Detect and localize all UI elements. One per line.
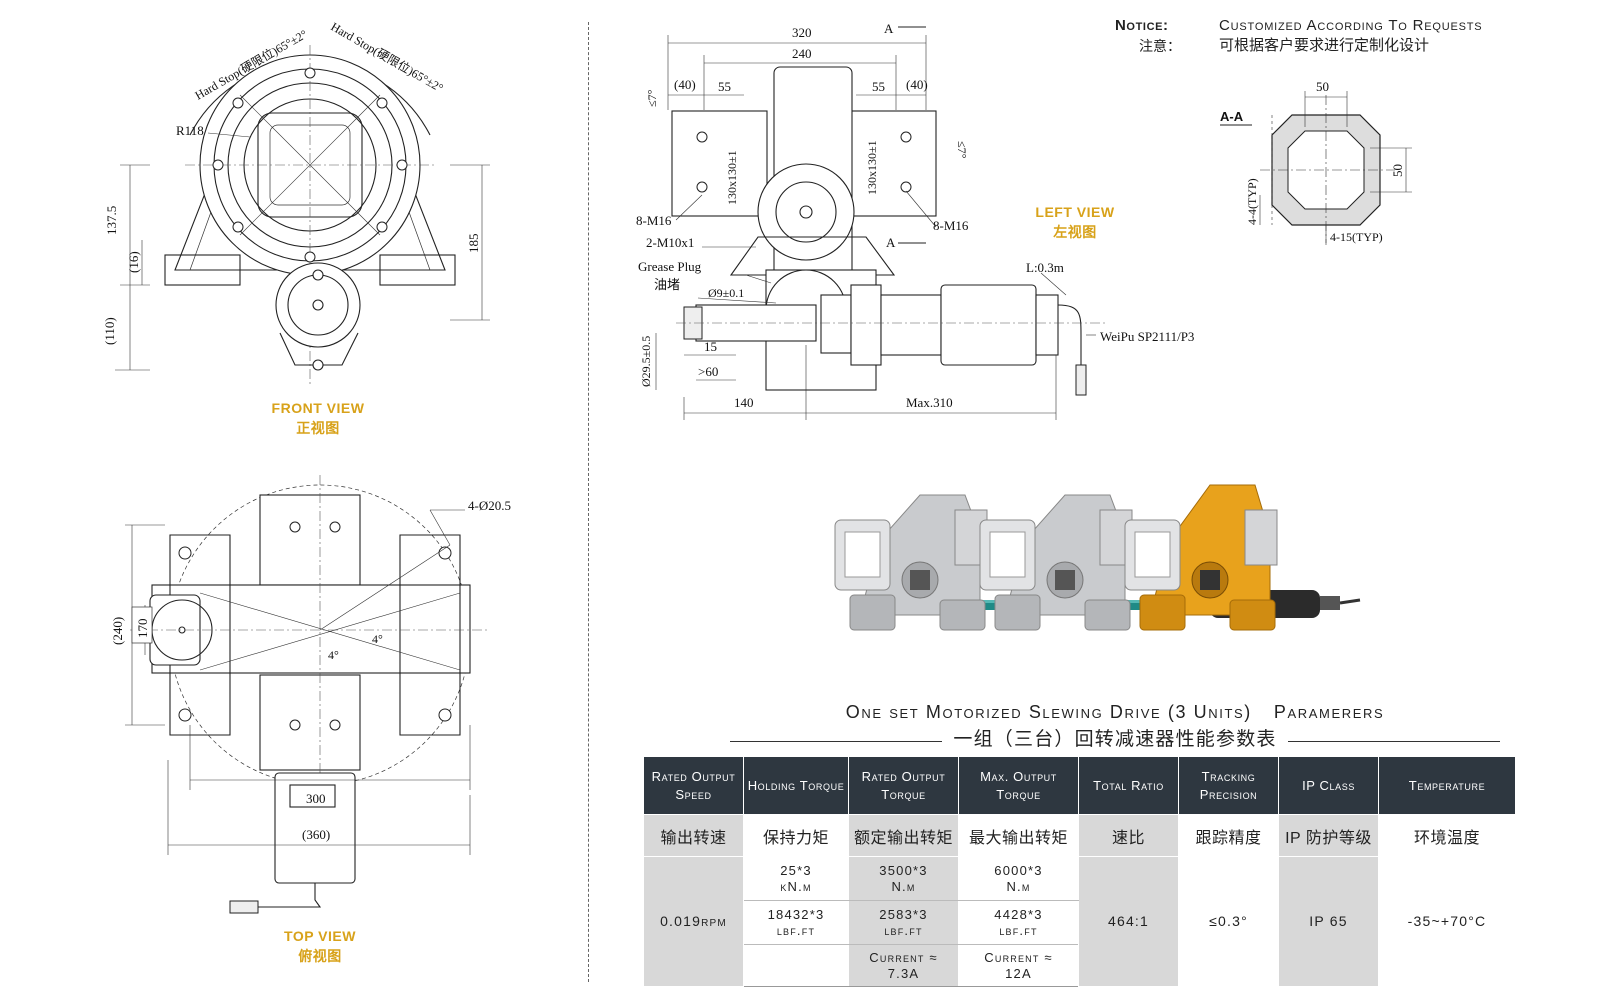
- notice-label-cn: 注意：: [1139, 38, 1181, 54]
- notice-text-cn: 可根据客户要求进行定制化设计: [1219, 37, 1430, 54]
- dim-16: (16): [126, 251, 141, 273]
- top-view-label: TOP VIEW 俯视图: [284, 928, 356, 964]
- table-title-en-b: Paramerers: [1273, 702, 1385, 722]
- bolts-8-m16-right: 8-M16: [933, 218, 969, 233]
- header-cn-cell: 跟踪精度: [1178, 814, 1279, 857]
- cable-length: L:0.3m: [1026, 260, 1064, 275]
- dim-sec-typ44: 4-4(TYP): [1245, 178, 1259, 225]
- dim-sec-50-h: 50: [1390, 164, 1405, 177]
- dim-phi9: Ø9±0.1: [708, 286, 744, 300]
- header-cell: Temperature: [1378, 756, 1516, 815]
- dim-137-5: 137.5: [104, 206, 119, 235]
- header-cn-cell: 最大输出转矩: [958, 814, 1079, 857]
- cell-speed: 0.019rpm: [643, 856, 744, 987]
- dim-phi29: Ø29.5±0.5: [639, 336, 653, 387]
- notice-text: Customized According To Requests: [1219, 17, 1483, 34]
- header-cn-cell: 额定输出转矩: [848, 814, 959, 857]
- angle-right: ≤7°: [955, 141, 969, 159]
- notice-label: Notice:: [1115, 17, 1169, 34]
- table-row: Current ≈7.3A Current ≈12A: [644, 944, 1516, 987]
- cell-ip: IP 65: [1278, 856, 1379, 987]
- grease-plug-cn: 油堵: [654, 277, 680, 292]
- cell-rated-3: Current ≈7.3A: [848, 944, 959, 987]
- dim-max310: Max.310: [906, 395, 953, 410]
- notice-block: Notice: Customized According To Requests…: [1115, 16, 1575, 56]
- dim-130-left: 130x130±1: [725, 150, 739, 205]
- cell-temp: -35~+70°C: [1378, 856, 1516, 987]
- product-render: [834, 484, 1361, 631]
- header-cn-cell: IP 防护等级: [1278, 814, 1379, 857]
- section-a-a-label: A-A: [1220, 109, 1244, 124]
- parameter-table: Rated Output Speed Holding Torque Rated …: [643, 756, 1516, 987]
- slewing-unit-2: [979, 494, 1133, 631]
- cell-max-3: Current ≈12A: [958, 944, 1079, 987]
- front-view-drawing: 137.5 (16) (110) 185 R118 Hard Stop(硬限位)…: [102, 19, 490, 385]
- dim-320: 320: [792, 25, 812, 40]
- header-cell: Total Ratio: [1078, 756, 1179, 815]
- header-cell: Holding Torque: [743, 756, 849, 815]
- table-title-cn: 一组（三台）回转减速器性能参数表: [953, 729, 1277, 750]
- table-title-en: One set Motorized Slewing Drive (3 Units…: [845, 702, 1252, 722]
- header-cn-cell: 输出转速: [643, 814, 744, 857]
- dim-holes: 4-Ø20.5: [468, 498, 511, 513]
- dim-240: 240: [792, 46, 812, 61]
- header-cell: Rated Output Speed: [643, 756, 744, 815]
- divider: [588, 22, 589, 982]
- table-title: One set Motorized Slewing Drive (3 Units…: [730, 700, 1500, 754]
- angle-4-a: 4°: [328, 648, 339, 662]
- dim-240-top: (240): [110, 617, 125, 645]
- table-header-cn-row: 输出转速 保持力矩 额定输出转矩 最大输出转矩 速比 跟踪精度 IP 防护等级 …: [643, 814, 1516, 857]
- slewing-unit-3: [1124, 484, 1278, 631]
- dim-300: 300: [306, 791, 326, 806]
- dim-r118: R118: [176, 123, 204, 138]
- dim-40-left: (40): [674, 77, 696, 92]
- left-view-label: LEFT VIEW 左视图: [1035, 204, 1115, 240]
- top-view-drawing: (240) 170 4-Ø20.5 4° 4° 300 (360): [110, 475, 511, 914]
- header-cell: Max. Output Torque: [958, 756, 1079, 815]
- header-cn-cell: 环境温度: [1378, 814, 1516, 857]
- dim-sec-typ415: 4-15(TYP): [1330, 230, 1383, 244]
- left-view-drawing: 320 240 (40) 55 55 (40) A A ≤7° ≤7° 8-M1…: [636, 21, 1194, 420]
- header-cn-cell: 速比: [1078, 814, 1179, 857]
- section-mark-top: A: [884, 21, 894, 36]
- dim-sec-50-w: 50: [1316, 79, 1329, 94]
- front-view-label: FRONT VIEW 正视图: [271, 400, 365, 436]
- cell-holding-3: [743, 944, 849, 987]
- header-cn-cell: 保持力矩: [743, 814, 849, 857]
- angle-4-b: 4°: [372, 632, 383, 646]
- angle-left: ≤7°: [645, 89, 659, 107]
- dim-15: 15: [704, 339, 717, 354]
- dim-140: 140: [734, 395, 754, 410]
- dim-55-right: 55: [872, 79, 885, 94]
- header-cell: IP Class: [1278, 756, 1379, 815]
- dim-60: >60: [698, 364, 718, 379]
- cell-ratio: 464:1: [1078, 856, 1179, 987]
- motor-model: WeiPu SP2111/P3: [1100, 329, 1194, 344]
- dim-360: (360): [302, 827, 330, 842]
- m10-thread: 2-M10x1: [646, 235, 694, 250]
- section-mark-bottom: A: [886, 235, 896, 250]
- cell-precision: ≤0.3°: [1178, 856, 1279, 987]
- dim-40-right: (40): [906, 77, 928, 92]
- grease-plug-en: Grease Plug: [638, 259, 702, 274]
- header-cell: Tracking Precision: [1178, 756, 1279, 815]
- dim-110: (110): [102, 317, 117, 345]
- dim-185: 185: [466, 234, 481, 254]
- dim-55-left: 55: [718, 79, 731, 94]
- table-header-row: Rated Output Speed Holding Torque Rated …: [643, 756, 1516, 815]
- dim-130-right: 130x130±1: [865, 140, 879, 195]
- section-a-a-drawing: A-A 50 50 4-4(TYP) 4-15(TYP): [1220, 79, 1412, 245]
- dim-170: 170: [135, 619, 150, 639]
- header-cell: Rated Output Torque: [848, 756, 959, 815]
- slewing-unit-1: [834, 494, 988, 631]
- bolts-8-m16-left: 8-M16: [636, 213, 672, 228]
